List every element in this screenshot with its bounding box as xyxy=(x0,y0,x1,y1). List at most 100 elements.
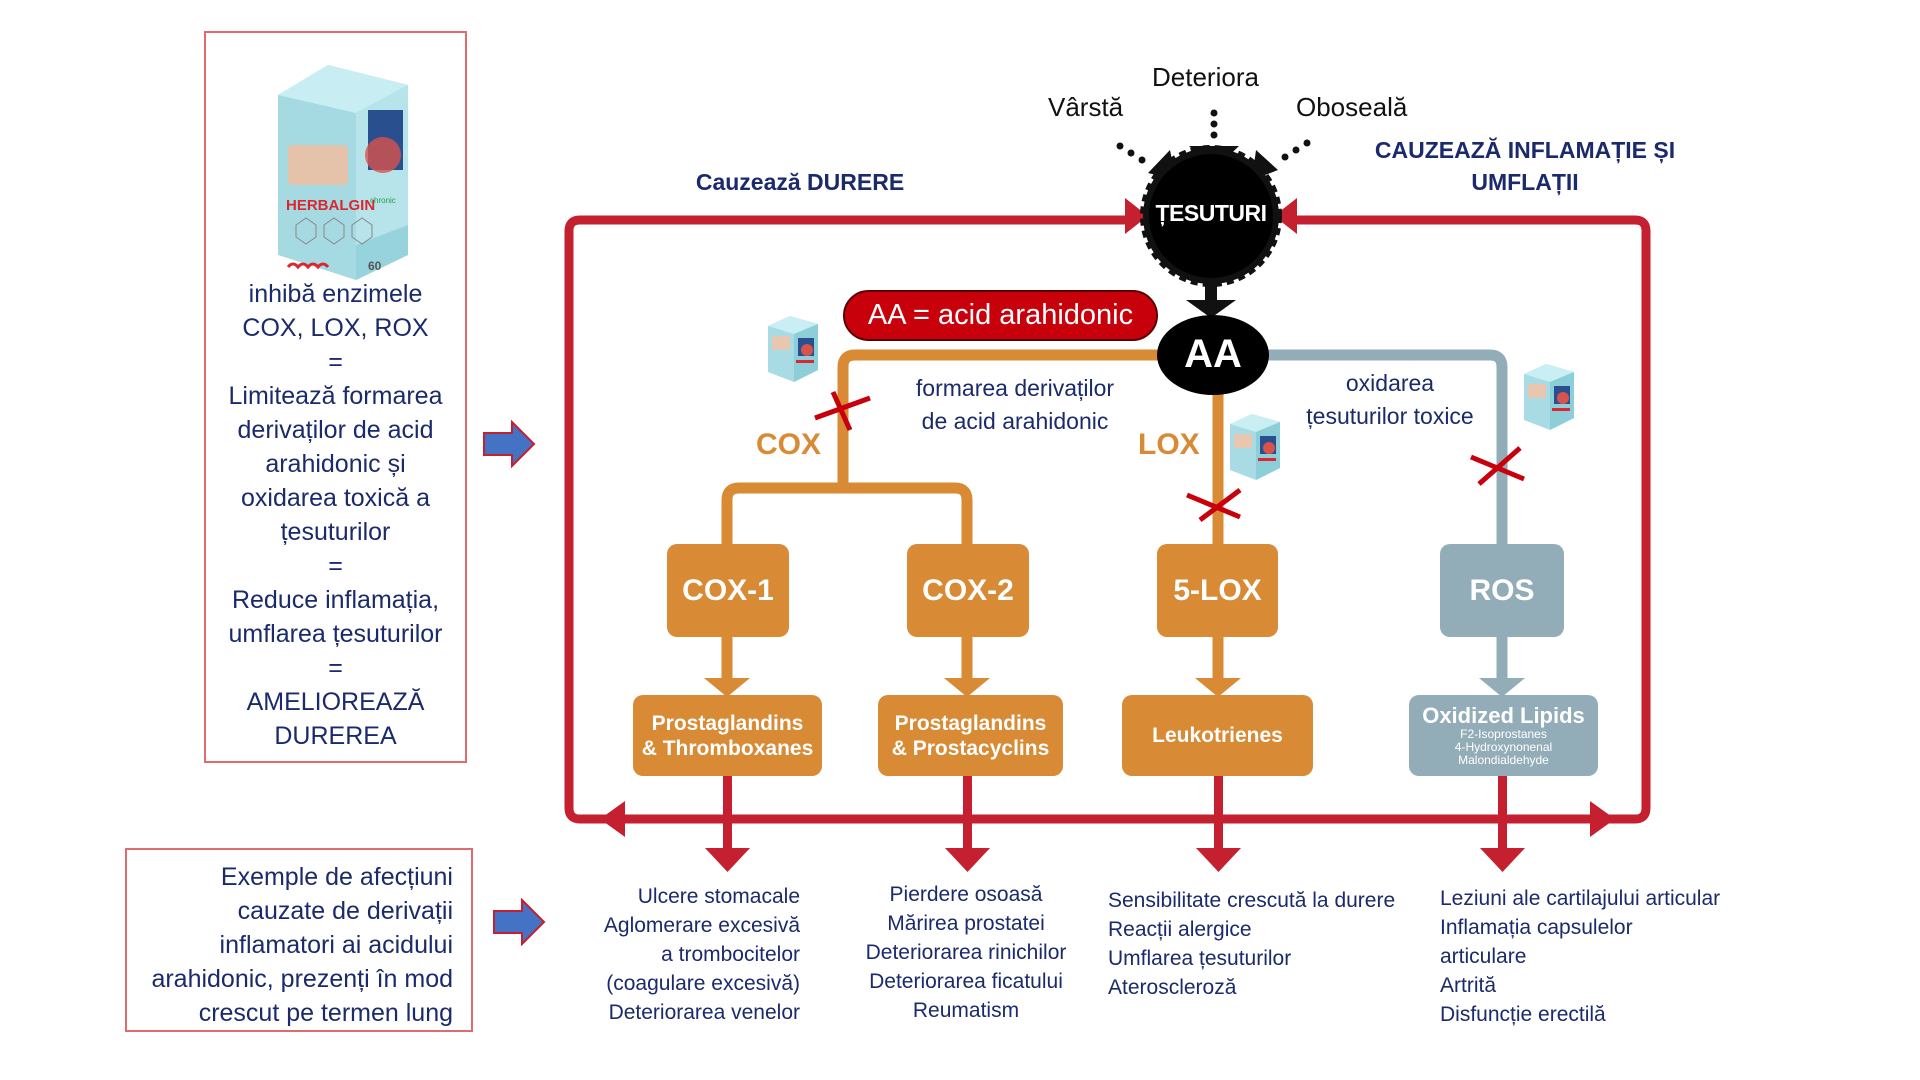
text-line: inhibă enzimele xyxy=(248,280,423,308)
text-line: țesuturilor toxice xyxy=(1306,403,1474,429)
text-line: & Prostacyclins xyxy=(891,736,1050,760)
heading-line: UMFLAȚII xyxy=(1471,169,1579,195)
formation-text: formarea derivaților de acid arahidonic xyxy=(880,372,1150,438)
text-line: DUREREA xyxy=(274,722,397,750)
arrow-into-tissues-left xyxy=(1125,198,1148,234)
effect-item: Reumatism xyxy=(912,999,1020,1022)
effect-item: Sensibilitate crescută la durere xyxy=(1108,889,1396,912)
tissues-node xyxy=(1140,145,1282,287)
text-line: cauzate de derivații xyxy=(237,897,453,925)
text-line: Exemple de afecțiuni xyxy=(220,863,453,891)
arrow-bottom-right xyxy=(1590,801,1615,837)
cox2-product-node: Prostaglandins & Prostacyclins xyxy=(878,695,1063,776)
blue-arrow-icon xyxy=(493,898,546,946)
text-line: = xyxy=(328,348,343,376)
effects-lox: Sensibilitate crescută la durere Reacții… xyxy=(1108,886,1395,1002)
effect-item: Leziuni ale cartilajului articular xyxy=(1440,887,1721,910)
effect-item: Deteriorarea ficatului xyxy=(869,970,1063,993)
text-line: COX, LOX, ROX xyxy=(242,314,429,342)
cox-branch-label: COX xyxy=(756,428,822,461)
effect-item: Mărirea prostatei xyxy=(887,912,1045,935)
aa-definition-pill: AA = acid arahidonic xyxy=(843,290,1158,341)
effects-cox2: Pierdere osoasă Mărirea prostatei Deteri… xyxy=(846,880,1086,1025)
lox5-node: 5-LOX xyxy=(1157,544,1278,637)
ros-product-node: Oxidized Lipids F2-Isoprostanes 4-Hydrox… xyxy=(1409,695,1598,776)
effect-item: a trombocitelor xyxy=(661,943,800,966)
effect-item: articulare xyxy=(1440,945,1527,968)
aa-node xyxy=(1157,315,1269,395)
effect-item: Ulcere stomacale xyxy=(637,885,800,908)
factor-damage: Deteriora xyxy=(1152,62,1259,92)
cox2-node: COX-2 xyxy=(907,544,1029,637)
arrow-bottom-left xyxy=(600,801,625,837)
product-box-image: HERBALGIN chronic 60 xyxy=(278,65,408,280)
text-line: derivaților de acid xyxy=(237,416,434,444)
oxidation-text: oxidarea țesuturilor toxice xyxy=(1290,367,1490,433)
effect-item: Ateroscleroză xyxy=(1108,976,1237,999)
text-line: Limitează formarea xyxy=(228,382,443,410)
text-line: de acid arahidonic xyxy=(921,408,1109,434)
text-line: = xyxy=(328,552,343,580)
effect-item: Reacții alergice xyxy=(1108,918,1252,941)
text-line: = xyxy=(328,654,343,682)
heading-causes-pain: Cauzează DURERE xyxy=(695,169,905,195)
effect-item: Deteriorarea rinichilor xyxy=(865,941,1067,964)
effect-item: Pierdere osoasă xyxy=(889,883,1043,906)
effect-item: (coagulare excesivă) xyxy=(606,972,800,995)
lox-product-node: Leukotrienes xyxy=(1122,695,1313,776)
text-line: Prostaglandins xyxy=(894,711,1047,735)
ros-product-title: Oxidized Lipids xyxy=(1422,703,1585,728)
red-arrowheads xyxy=(600,198,1615,872)
ros-product-sub: F2-Isoprostanes xyxy=(1460,727,1547,741)
effect-item: Disfuncție erectilă xyxy=(1440,1003,1606,1026)
ros-pathway-line xyxy=(1255,349,1508,684)
product-icon-cox xyxy=(768,316,818,382)
ros-product-sub: Malondialdehyde xyxy=(1458,753,1549,767)
effect-item: Umflarea țesuturilor xyxy=(1108,947,1292,970)
text-line: & Thromboxanes xyxy=(641,736,814,760)
effects-cox1: Ulcere stomacale Aglomerare excesivă a t… xyxy=(580,882,800,1027)
effect-item: Deteriorarea venelor xyxy=(608,1001,800,1024)
text-line: crescut pe termen lung xyxy=(198,999,453,1027)
svg-text:HERBALGIN: HERBALGIN xyxy=(286,197,375,214)
text-line: arahidonic și xyxy=(265,450,406,478)
text-line: țesuturilor xyxy=(280,518,391,546)
text-line: Prostaglandins xyxy=(651,711,804,735)
text-line: oxidarea toxică a xyxy=(240,484,430,512)
svg-text:chronic: chronic xyxy=(370,196,396,205)
text-line: arahidonic, prezenți în mod xyxy=(151,965,453,993)
grey-arrowhead xyxy=(1479,678,1525,697)
examples-text: Exemple de afecțiuni cauzate de derivați… xyxy=(151,860,453,1030)
inhibition-marks xyxy=(814,390,1525,522)
effect-item: Artrită xyxy=(1440,974,1497,997)
ros-node: ROS xyxy=(1440,544,1564,637)
aa-label: AA xyxy=(1184,332,1242,376)
effects-ros: Leziuni ale cartilajului articular Infla… xyxy=(1440,884,1720,1029)
svg-text:60: 60 xyxy=(368,259,382,273)
red-feedback-loop xyxy=(564,215,1651,824)
cox-pathway-lines xyxy=(721,349,1224,684)
examples-panel: Exemple de afecțiuni cauzate de derivați… xyxy=(125,848,473,1032)
heading-line: CAUZEAZĂ INFLAMAȚIE ȘI xyxy=(1374,137,1676,163)
text-line: umflarea țesuturilor xyxy=(228,620,443,648)
mechanism-panel: HERBALGIN chronic 60 inhibă enzimele COX… xyxy=(204,31,467,763)
cox1-product-node: Prostaglandins & Thromboxanes xyxy=(633,695,822,776)
blue-arrow-icon xyxy=(483,420,536,468)
heading-causes-inflammation: CAUZEAZĂ INFLAMAȚIE ȘI UMFLAȚII xyxy=(1360,134,1690,198)
text-line: inflamatori ai acidului xyxy=(219,931,453,959)
product-icon-lox xyxy=(1230,414,1280,480)
factor-age: Vârstă xyxy=(1048,92,1124,122)
ros-product-sub: 4-Hydroxynonenal xyxy=(1454,740,1553,754)
text-line: formarea derivaților xyxy=(915,375,1115,401)
arrow-into-tissues-right xyxy=(1274,198,1297,234)
effect-item: Inflamația capsulelor xyxy=(1440,916,1633,939)
text-line: oxidarea xyxy=(1345,370,1435,396)
product-icon-ros xyxy=(1524,364,1574,430)
cox1-node: COX-1 xyxy=(667,544,789,637)
text-line: AMELIOREAZĂ xyxy=(246,688,425,716)
mechanism-text: inhibă enzimele COX, LOX, ROX = Limiteaz… xyxy=(206,277,465,753)
lox-branch-label: LOX xyxy=(1138,428,1200,461)
factor-fatigue: Oboseală xyxy=(1296,92,1408,122)
tissues-label: ȚESUTURI xyxy=(1155,200,1268,226)
